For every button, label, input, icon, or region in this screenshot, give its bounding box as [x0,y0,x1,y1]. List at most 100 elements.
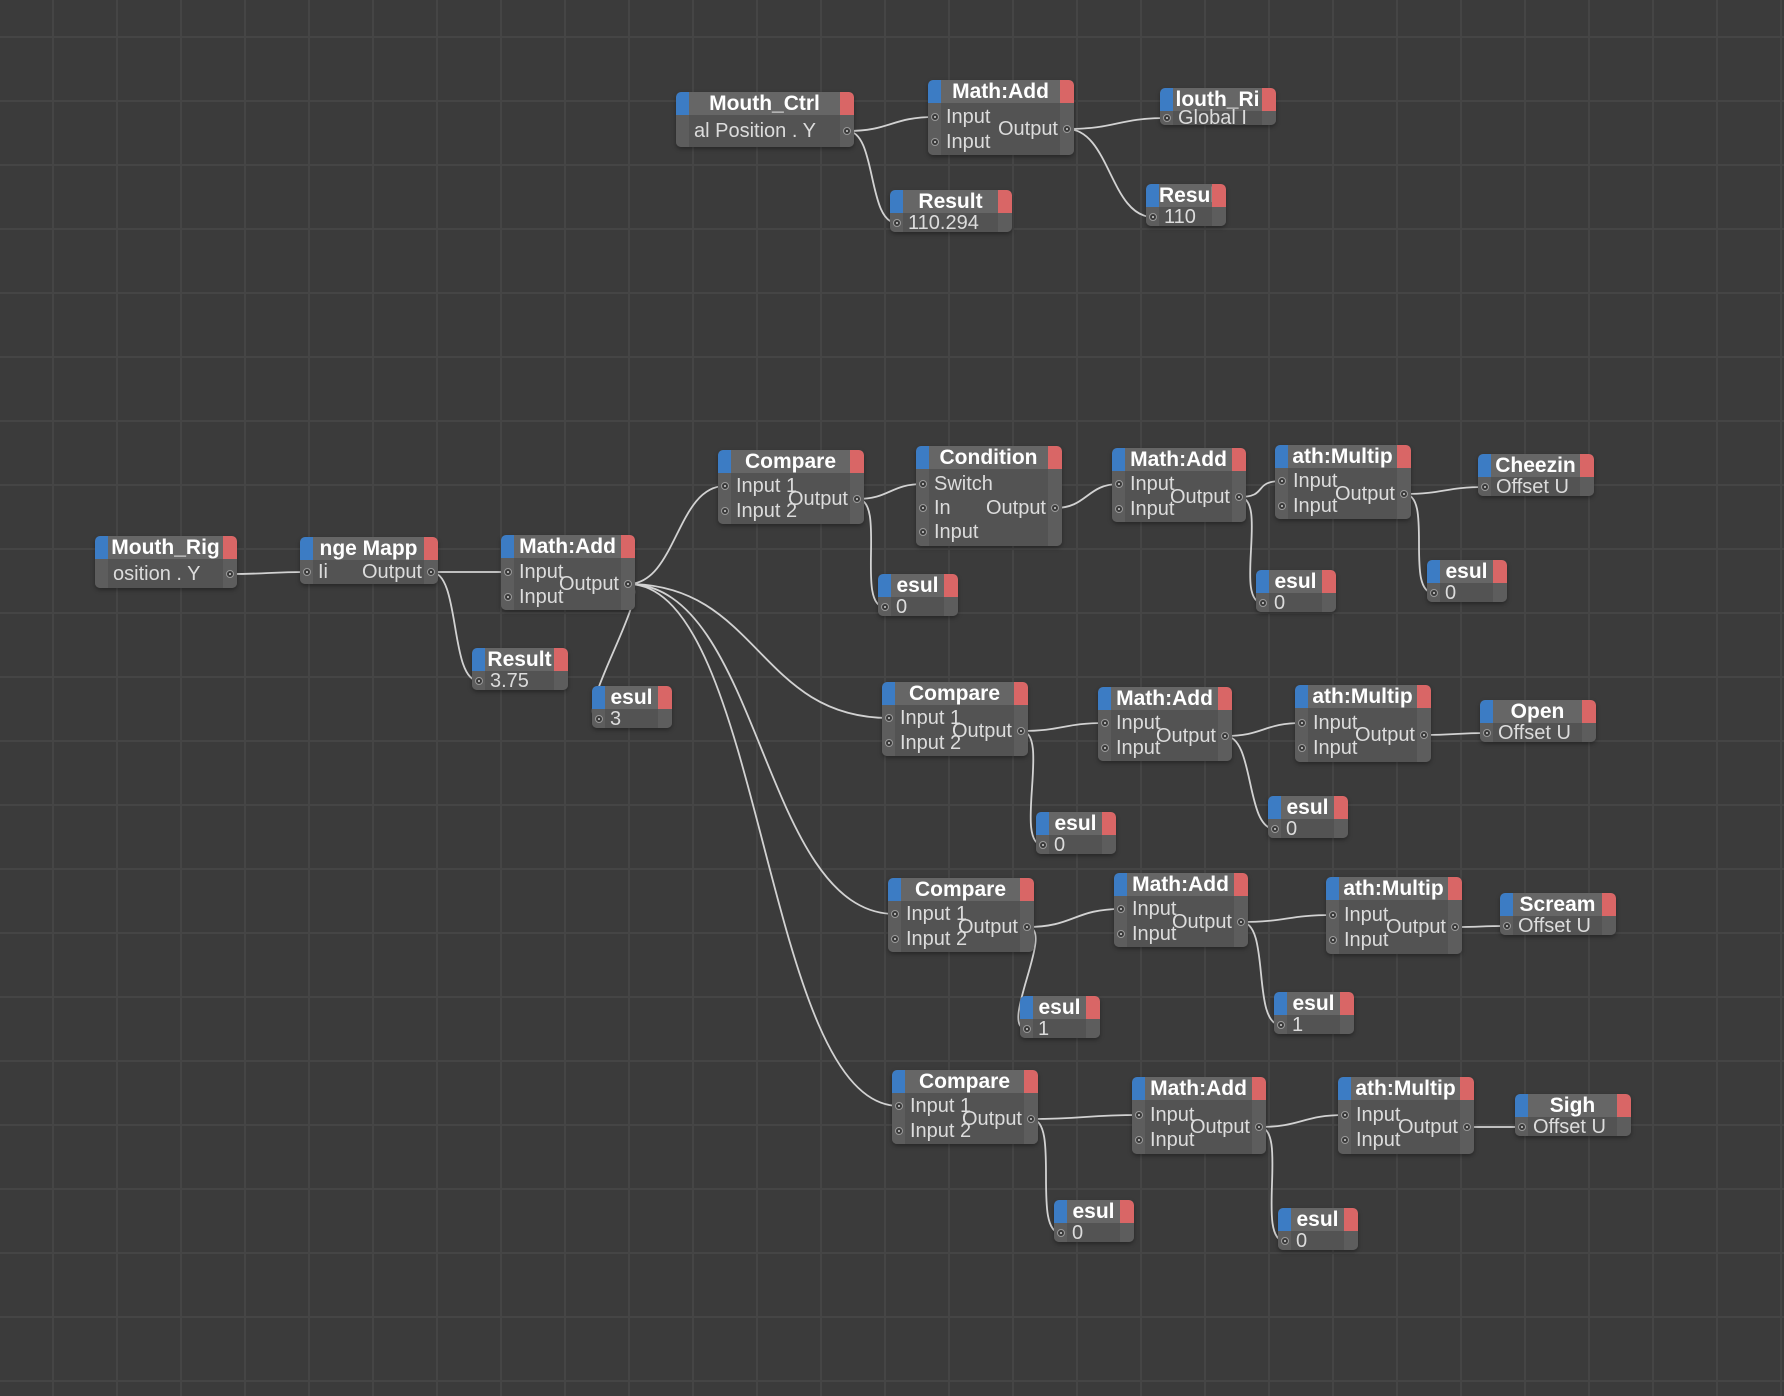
connection-wire[interactable] [1020,722,1106,732]
input-port[interactable] [1117,905,1125,913]
node-header[interactable]: Compare [718,450,864,473]
node-header[interactable]: Condition [916,446,1062,469]
node-header[interactable]: ath:Multip [1275,445,1411,468]
input-port[interactable] [1115,480,1123,488]
node-header[interactable]: esul [1036,812,1116,835]
output-port[interactable] [1463,1123,1471,1131]
output-port[interactable] [1451,923,1459,931]
node-header[interactable]: Compare [888,878,1034,901]
connection-wire[interactable] [627,583,900,1107]
input-port[interactable] [891,935,899,943]
node-header[interactable]: esul [1278,1208,1358,1231]
input-port[interactable] [1481,483,1489,491]
node-header[interactable]: Scream [1500,893,1616,916]
input-port[interactable] [721,482,729,490]
output-port[interactable] [226,570,234,578]
connection-wire[interactable] [1403,486,1486,495]
node-header[interactable]: Sigh [1515,1094,1631,1117]
node-header[interactable]: Result [890,190,1012,213]
connection-wire[interactable] [1066,128,1154,218]
node-header[interactable]: esul [592,686,672,709]
connection-wire[interactable] [229,571,308,575]
node-header[interactable]: louth_Ri [1160,88,1276,111]
input-port[interactable] [1518,1123,1526,1131]
output-port[interactable] [1221,732,1229,740]
input-port[interactable] [1281,1237,1289,1245]
input-port[interactable] [1149,213,1157,221]
input-port[interactable] [504,593,512,601]
input-port[interactable] [1259,599,1267,607]
input-port[interactable] [1271,825,1279,833]
connection-wire[interactable] [1030,1114,1140,1120]
connection-wire[interactable] [1258,1114,1346,1128]
node-header[interactable]: Result [472,648,568,671]
input-port[interactable] [1039,841,1047,849]
connection-wire[interactable] [627,583,896,915]
node-header[interactable]: Math:Add [1112,448,1246,471]
connection-wire[interactable] [856,483,924,500]
input-port[interactable] [919,480,927,488]
input-port[interactable] [475,677,483,685]
output-port[interactable] [1023,923,1031,931]
output-port[interactable] [1017,727,1025,735]
input-port[interactable] [1101,744,1109,752]
input-port[interactable] [1430,589,1438,597]
input-port[interactable] [881,603,889,611]
node-header[interactable]: Cheezin [1478,454,1594,477]
output-port[interactable] [624,580,632,588]
node-header[interactable]: Mouth_Ctrl [676,92,854,115]
input-port[interactable] [1057,1229,1065,1237]
node-header[interactable]: esul [1054,1200,1134,1223]
input-port[interactable] [895,1127,903,1135]
input-port[interactable] [919,528,927,536]
output-port[interactable] [1051,504,1059,512]
output-port[interactable] [1420,731,1428,739]
connection-wire[interactable] [1224,722,1303,737]
input-port[interactable] [1101,719,1109,727]
input-port[interactable] [893,219,901,227]
output-port[interactable] [1237,918,1245,926]
output-port[interactable] [1235,493,1243,501]
node-header[interactable]: ath:Multip [1295,685,1431,708]
output-port[interactable] [1063,125,1071,133]
node-header[interactable]: Resul [1146,184,1226,207]
input-port[interactable] [1135,1111,1143,1119]
input-port[interactable] [885,739,893,747]
input-port[interactable] [1023,1025,1031,1033]
connection-wire[interactable] [1026,908,1122,928]
node-header[interactable]: Math:Add [1098,687,1232,710]
node-header[interactable]: Math:Add [928,80,1074,103]
output-port[interactable] [1400,490,1408,498]
node-header[interactable]: esul [1256,570,1336,593]
output-port[interactable] [1027,1115,1035,1123]
node-header[interactable]: Open [1480,700,1596,723]
output-port[interactable] [1255,1123,1263,1131]
node-header[interactable]: Math:Add [1114,873,1248,896]
